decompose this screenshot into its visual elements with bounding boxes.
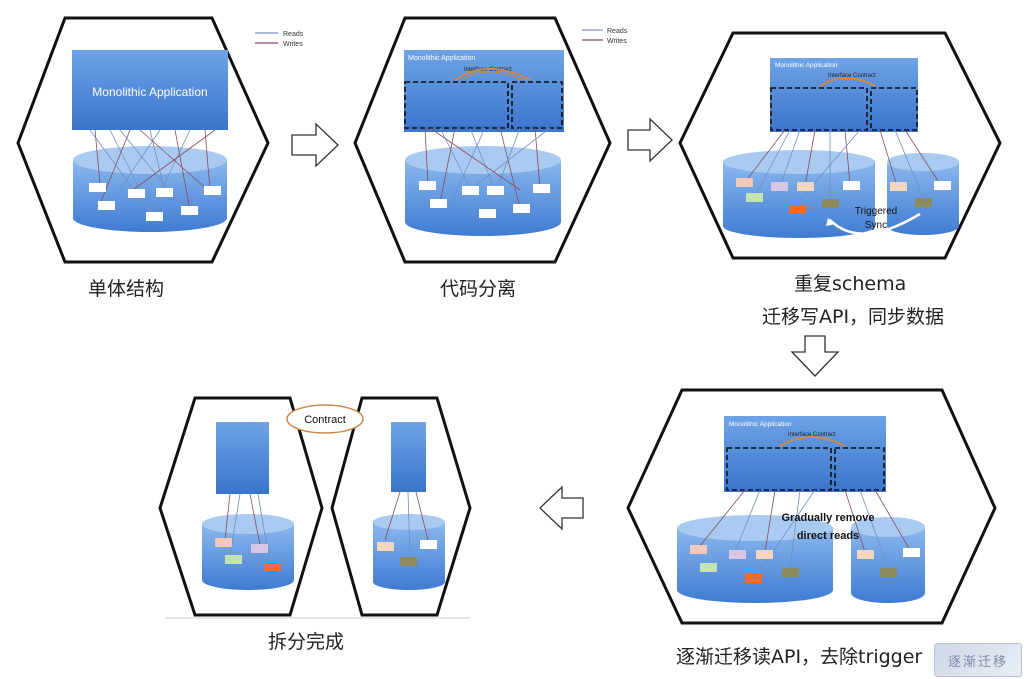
legend-reads: Reads [283,31,304,38]
arrow-right-2 [627,117,673,163]
svg-text:direct reads: direct reads [797,530,859,542]
hexagon-split-complete: Contract [158,396,472,619]
hexagon-code-separation: Reads Writes Monolithic Application Inte… [353,16,628,264]
svg-text:Gradually remove: Gradually remove [782,512,875,524]
monolithic-app-label: Monolithic Application [92,85,207,99]
monolithic-app-box [72,50,228,130]
caption-step3-line1: 重复schema [794,273,907,295]
svg-text:Sync: Sync [865,220,887,231]
arrow-right-1 [291,122,339,168]
caption-step5: 拆分完成 [268,631,345,653]
svg-text:Monolithic Application: Monolithic Application [408,55,475,62]
caption-step3-line2: 迁移写API，同步数据 [762,306,945,328]
hexagon-migrate-reads: Monolithic Application Interface Contrac… [626,388,997,625]
svg-text:Monolithic Application: Monolithic Application [729,421,792,428]
svg-text:Triggered: Triggered [855,206,897,217]
hexagon-duplicate-schema: Monolithic Application Interface Contrac… [678,31,1002,260]
arrow-down [790,335,840,377]
caption-step4: 逐渐迁移读API，去除trigger [676,646,923,668]
legend-writes: Writes [283,41,303,48]
caption-step2: 代码分离 [440,278,517,300]
contract-label: Contract [304,414,346,426]
svg-text:Monolithic Application: Monolithic Application [775,62,838,69]
watermark-logo: 逐渐迁移 [934,643,1022,677]
hexagon-monolith: Reads Writes Monolithic Application [16,16,304,264]
arrow-left [539,485,584,531]
legend-writes-2: Writes [607,38,627,45]
legend-reads-2: Reads [607,28,628,35]
caption-step1: 单体结构 [88,278,165,300]
svg-text:Interface Contract: Interface Contract [828,73,876,79]
svg-text:Interface Contract: Interface Contract [788,432,836,438]
